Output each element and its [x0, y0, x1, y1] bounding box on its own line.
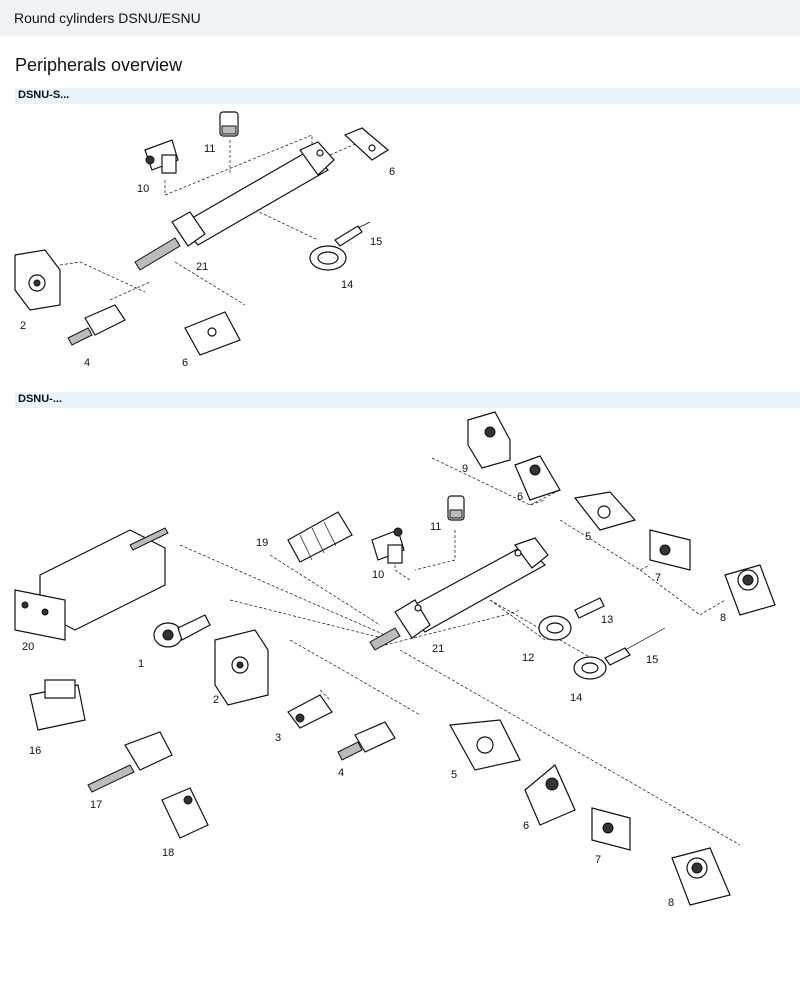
flow-control-valve-10-bottom	[371, 527, 405, 564]
clamp-14-bottom	[573, 656, 607, 680]
callout-6: 6	[389, 166, 395, 178]
header-title: Round cylinders DSNU/ESNU	[14, 10, 201, 26]
bottom-callouts: 9 6 5 11 19 10 7 8 13 20 1 2 12 21 15 14…	[22, 463, 726, 909]
callout-5b: 5	[451, 769, 457, 781]
cylinder-dsnu-s	[134, 141, 335, 271]
callout-12: 12	[522, 652, 534, 664]
callout-11: 11	[430, 521, 441, 533]
callout-4: 4	[84, 357, 90, 369]
sensor-15-bottom	[604, 627, 666, 666]
flange-2-bottom	[214, 629, 269, 706]
flow-control-valve-10	[144, 139, 179, 174]
callout-6b: 6	[523, 820, 529, 832]
callout-6b: 6	[182, 357, 188, 369]
callout-7: 7	[655, 572, 661, 584]
callout-1: 1	[138, 658, 144, 670]
callout-5: 5	[585, 531, 591, 543]
foot-mounting-6-top	[343, 127, 390, 161]
callout-15: 15	[646, 654, 658, 666]
callout-2: 2	[20, 320, 26, 332]
callout-17: 17	[90, 799, 102, 811]
foot-mounting-6-top-lower	[184, 311, 241, 356]
callout-10: 10	[137, 183, 149, 195]
callout-14: 14	[341, 279, 353, 291]
callout-9: 9	[462, 463, 468, 475]
callout-13: 13	[601, 614, 613, 626]
dashed-connection-lines-bottom	[179, 457, 741, 846]
trunnion-8-bottom-upper	[724, 564, 776, 616]
foot-mounting-6-bottom-upper	[514, 455, 561, 501]
rod-clevis-3	[287, 694, 333, 729]
section-header-dsnu: DSNU-...	[15, 392, 800, 408]
section-label: DSNU-S...	[18, 89, 70, 101]
callout-7b: 7	[595, 854, 601, 866]
clamp-14-top	[309, 245, 347, 271]
rod-eye-1	[153, 614, 211, 648]
sensor-13	[574, 597, 605, 619]
callout-4: 4	[338, 767, 344, 779]
foot-mounting-6-bottom-lower	[524, 764, 576, 826]
callout-20: 20	[22, 641, 34, 653]
callout-14: 14	[570, 692, 582, 704]
header-bar: Round cylinders DSNU/ESNU	[0, 0, 800, 36]
callout-16: 16	[29, 745, 41, 757]
fitting-11	[219, 111, 239, 137]
sensor-15-top	[334, 221, 371, 247]
fitting-11-bottom	[447, 495, 465, 521]
rod-eye-4-bottom	[337, 721, 396, 761]
clevis-foot-9	[467, 411, 511, 469]
callout-3: 3	[275, 732, 281, 744]
callout-6: 6	[517, 491, 523, 503]
top-callouts: 11 10 6 15 21 14 2 4 6	[20, 143, 395, 369]
page-title: Peripherals overview	[15, 55, 183, 75]
rod-clevis-17	[87, 731, 173, 793]
callout-15: 15	[370, 236, 382, 248]
callout-11: 11	[204, 143, 215, 155]
cylinder-dsnu	[369, 537, 549, 651]
flange-2-top	[14, 249, 61, 311]
callout-19: 19	[256, 537, 268, 549]
trunnion-8-bottom-lower	[671, 847, 731, 906]
callout-2: 2	[213, 694, 219, 706]
section-label: DSNU-...	[18, 393, 62, 405]
rod-eye-4-top	[67, 304, 126, 346]
callout-18: 18	[162, 847, 174, 859]
guide-unit-20	[14, 527, 169, 641]
rod-clevis-7-bottom-upper	[649, 529, 691, 571]
callout-21: 21	[196, 261, 208, 273]
flange-5-bottom-lower	[449, 719, 521, 771]
section-header-dsnu-s: DSNU-S...	[15, 88, 800, 104]
rod-clevis-7-bottom-lower	[591, 807, 631, 851]
callout-21: 21	[432, 643, 444, 655]
clamp-12	[538, 615, 572, 641]
flange-5-bottom-upper	[573, 491, 637, 531]
callout-10: 10	[372, 569, 384, 581]
clevis-foot-18	[161, 787, 209, 839]
callout-8b: 8	[668, 897, 674, 909]
coupling-16	[29, 679, 86, 731]
bellows-19	[287, 511, 353, 563]
callout-8: 8	[720, 612, 726, 624]
